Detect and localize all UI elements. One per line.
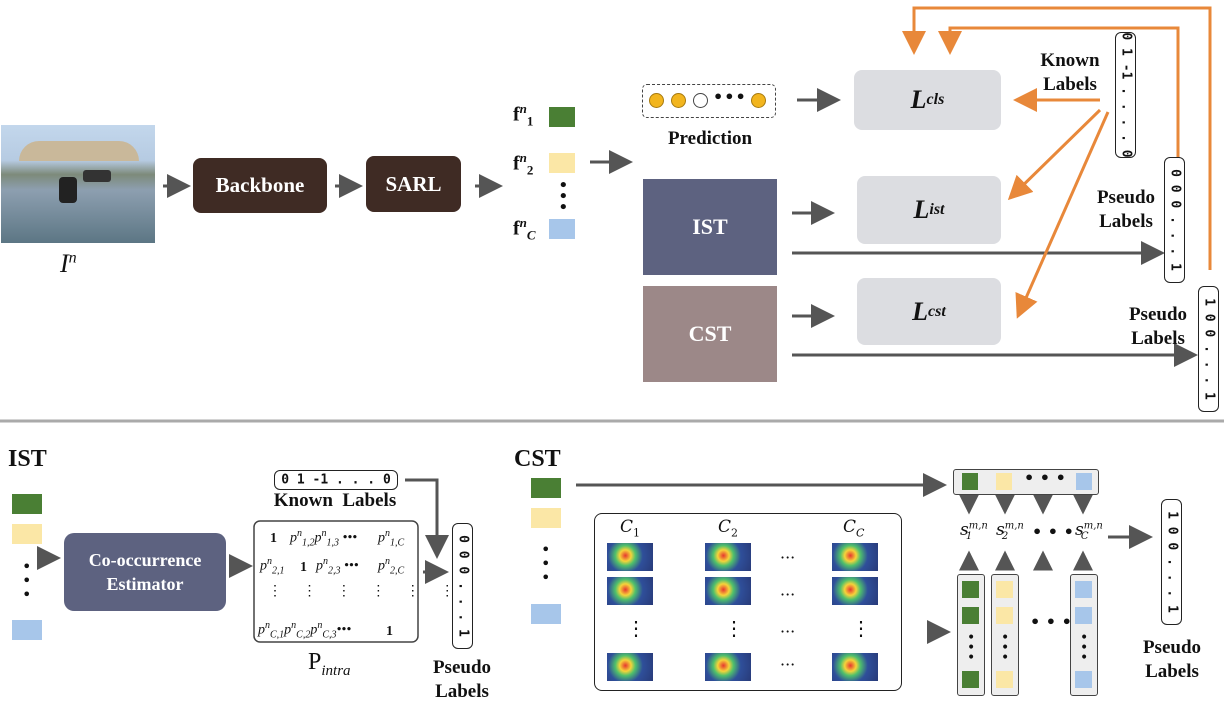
cst-feature-blue — [531, 604, 561, 624]
ist-pseudo-labels: Pseudo Labels — [432, 657, 492, 702]
prediction-label: Prediction — [667, 128, 753, 149]
cst-feature-yellow — [531, 508, 561, 528]
cst-block: CST — [643, 286, 777, 382]
grid-ellipsis: ··· — [780, 622, 796, 641]
grid-ellipsis: ··· — [780, 655, 796, 674]
ist-feature-ellipsis: ••• — [22, 557, 32, 604]
similarity-sc: sm,nC — [1075, 520, 1103, 543]
heatmap-thumb — [832, 577, 878, 605]
pseudo-vector-ist-top: 0 0 0 . . . 1 — [1164, 157, 1185, 283]
stack-ellipsis: • • • — [1030, 612, 1072, 631]
pintra-label: Pintra — [308, 649, 351, 679]
grid-vdots: ⋮ — [851, 616, 871, 640]
backbone-block: Backbone — [193, 158, 327, 213]
cst-feature-ellipsis: ••• — [541, 540, 551, 587]
heatmap-thumb — [832, 653, 878, 681]
feature-1-swatch — [549, 107, 575, 127]
matrix-cell: pn1,2pn1,3 ••• — [290, 528, 358, 549]
matrix-cell: pn1,C — [378, 528, 405, 549]
ist-block: IST — [643, 179, 777, 275]
input-image — [1, 125, 155, 243]
feature-ellipsis: ••• — [558, 175, 569, 218]
matrix-cell: 1 — [270, 531, 277, 546]
class-header-c: CC — [843, 517, 865, 540]
matrix-cell: pnC,1pnC,2pnC,3••• — [258, 620, 352, 641]
class-header-1: C1 — [620, 517, 641, 540]
feature-2-swatch — [549, 153, 575, 173]
heatmap-thumb — [705, 543, 751, 571]
feature-c-label: fnC — [513, 215, 536, 243]
matrix-cell: pn2,3 ••• — [316, 556, 359, 577]
pseudo-labels-ist-top: Pseudo Labels — [1096, 187, 1156, 232]
matrix-cell: pn2,C — [378, 556, 405, 577]
ist-known-labels: Known Labels — [273, 490, 397, 511]
ist-pseudo-vector: 0 0 0 . . . 1 — [452, 523, 473, 649]
cst-pseudo-vector: 1 0 0 . . . 1 — [1161, 499, 1182, 625]
feature-stack-green: ••• — [957, 574, 985, 696]
memory-bank — [594, 513, 902, 691]
grid-vdots: ⋮ — [626, 616, 646, 640]
known-labels-top: Known Labels — [1040, 50, 1100, 95]
feature-2-label: fn2 — [513, 150, 534, 178]
heatmap-thumb — [607, 543, 653, 571]
pseudo-vector-cst-top: 1 0 0 . . . 1 — [1198, 286, 1219, 412]
known-labels-vector-top: 0 1 -1 . . . . 0 — [1115, 32, 1136, 158]
heatmap-thumb — [705, 653, 751, 681]
matrix-cell: pn2,1 — [260, 556, 285, 577]
input-label: In — [60, 249, 77, 278]
sarl-block: SARL — [366, 156, 461, 212]
heatmap-thumb — [705, 577, 751, 605]
grid-vdots: ⋮ — [724, 616, 744, 640]
cst-panel-title: CST — [514, 446, 561, 472]
matrix-cell: 1 — [386, 624, 393, 639]
heatmap-thumb — [607, 653, 653, 681]
class-header-2: C2 — [718, 517, 739, 540]
cst-feature-green — [531, 478, 561, 498]
heatmap-thumb — [832, 543, 878, 571]
grid-ellipsis: ··· — [780, 548, 796, 567]
similarity-ellipsis: • • • — [1032, 522, 1074, 541]
cst-feature-row: • • • — [953, 468, 1099, 495]
cst-pseudo-labels: Pseudo Labels — [1142, 637, 1202, 682]
cooccurrence-estimator: Co-occurrence Estimator — [64, 533, 226, 611]
similarity-s2: sm,n2 — [996, 520, 1024, 543]
ist-known-vector: 0 1 -1 . . . 0 — [274, 470, 398, 490]
heatmap-thumb — [607, 577, 653, 605]
ist-feature-blue — [12, 620, 42, 640]
feature-stack-blue: ••• — [1070, 574, 1098, 696]
similarity-s1: sm,n1 — [960, 520, 988, 543]
feature-1-label: fn1 — [513, 101, 534, 129]
matrix-dots: ⋮ ⋮ ⋮ ⋮ ⋮ ⋮ — [268, 583, 455, 599]
grid-ellipsis: ··· — [780, 585, 796, 604]
feature-stack-yellow: ••• — [991, 574, 1019, 696]
ist-feature-yellow — [12, 524, 42, 544]
prediction-vector: ••• — [642, 84, 776, 118]
pseudo-labels-cst-top: Pseudo Labels — [1128, 304, 1188, 349]
feature-c-swatch — [549, 219, 575, 239]
ist-panel-title: IST — [8, 446, 47, 472]
ist-feature-green — [12, 494, 42, 514]
matrix-cell: 1 — [300, 560, 307, 575]
